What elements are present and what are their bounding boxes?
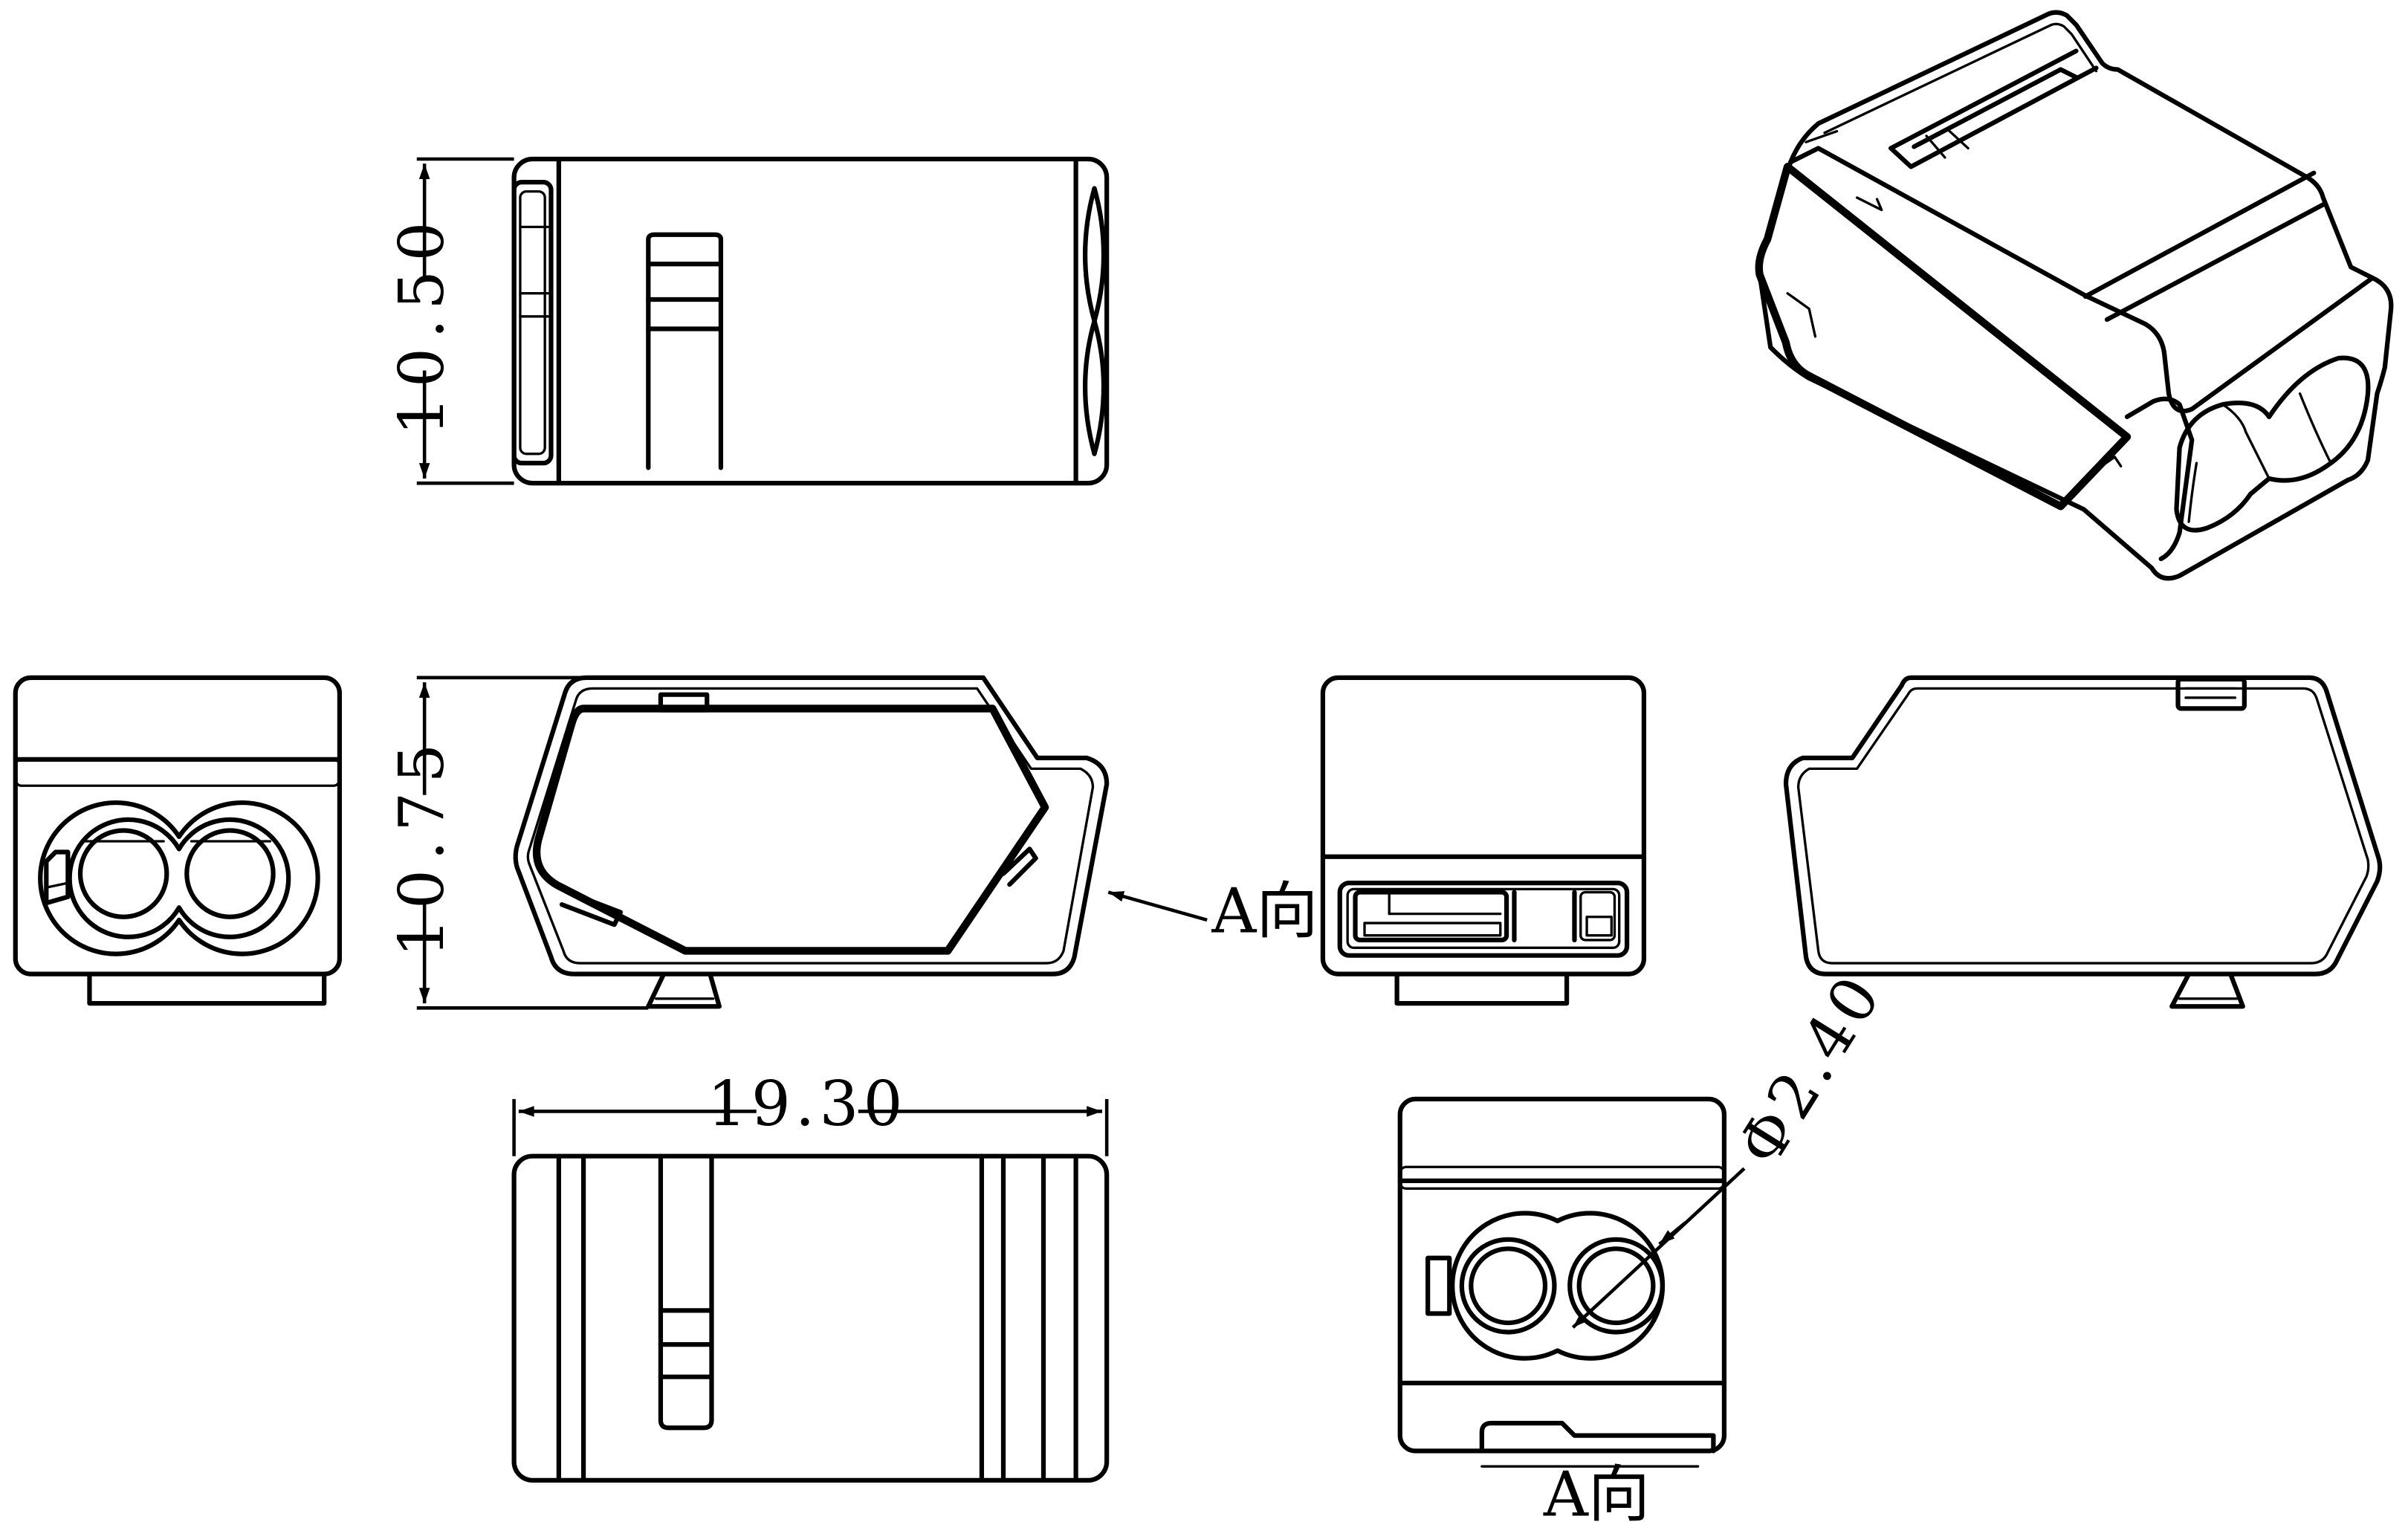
front-view [513,675,1110,1009]
dim-height-top-label: 10.50 [386,213,458,435]
view-a-label-bottom: A向 [1543,1459,1650,1522]
dim-diameter-label: Φ2.40 [1724,961,1897,1178]
dimension-height-top: 10.50 [386,157,514,485]
left-end-view [13,675,343,1006]
dimension-height-front: 10.75 [386,676,649,1010]
back-view [1783,675,2383,1009]
dim-height-front-label: 10.75 [386,734,458,957]
bottom-view [511,1153,1110,1483]
end-view-a [1397,1096,1727,1468]
view-a-label-side: A向 [1211,875,1318,948]
dimension-length: 19.30 [512,1068,1109,1156]
isometric-view [1755,10,2394,581]
view-arrow-a: A向 [1107,875,1318,948]
rear-end-view [1320,675,1647,1006]
dim-length-label: 19.30 [708,1068,907,1140]
top-view [511,156,1110,486]
